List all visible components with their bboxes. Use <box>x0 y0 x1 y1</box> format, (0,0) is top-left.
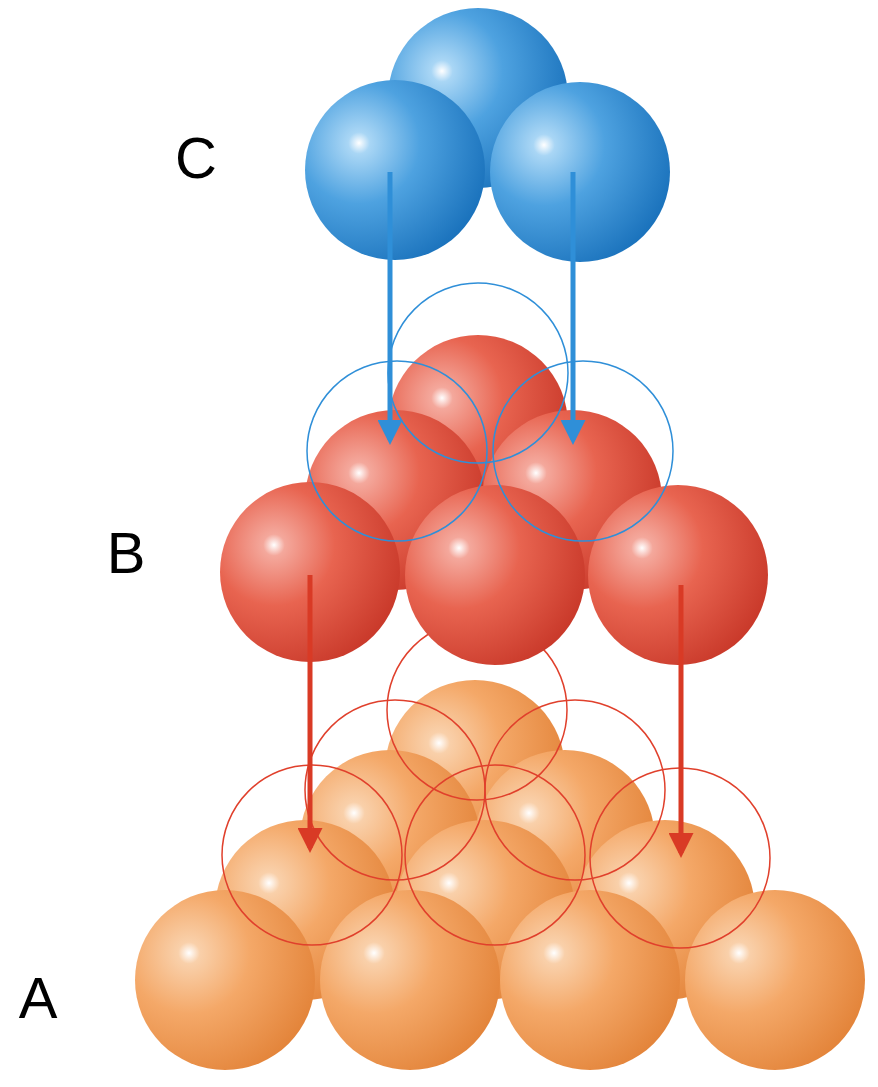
sphere <box>320 890 500 1070</box>
drop-arrows-blue <box>390 172 573 440</box>
sphere <box>500 890 680 1070</box>
sphere <box>305 80 485 260</box>
drop-arrows-red <box>310 575 681 853</box>
drop-arrow <box>571 172 576 440</box>
layer-label: B <box>107 524 146 582</box>
sphere <box>135 890 315 1070</box>
projected-b-outlines <box>222 620 770 948</box>
outline-circle <box>305 700 485 880</box>
drop-arrow <box>308 575 313 848</box>
outline-circle <box>388 283 568 463</box>
outline-circle <box>493 361 673 541</box>
sphere <box>405 485 585 665</box>
sphere <box>588 485 768 665</box>
outline-circle <box>307 361 487 541</box>
outline-circle <box>405 765 585 945</box>
drop-arrow <box>679 585 684 853</box>
layer-a-spheres <box>135 680 865 1070</box>
layer-c-spheres <box>305 8 670 262</box>
layer-label: A <box>19 969 58 1027</box>
sphere <box>685 890 865 1070</box>
projected-c-outlines <box>307 283 673 541</box>
layer-b-spheres <box>220 335 768 665</box>
layer-label: C <box>175 129 217 187</box>
outline-circle <box>485 700 665 880</box>
sphere <box>490 82 670 262</box>
drop-arrow <box>388 172 393 440</box>
